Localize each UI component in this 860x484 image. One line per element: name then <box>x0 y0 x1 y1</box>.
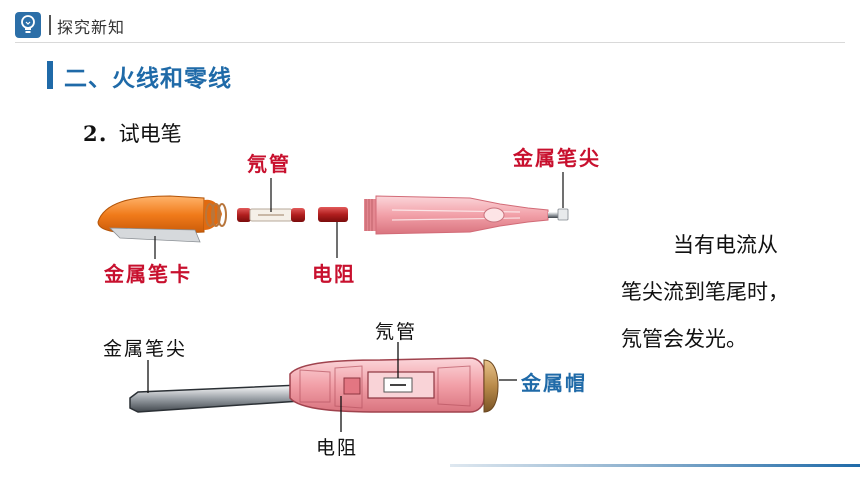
description-line-1: 当有电流从 <box>673 233 778 257</box>
metal-cap-part <box>483 359 499 413</box>
description-text: 当有电流从 笔尖流到笔尾时， 氖管会发光。 <box>621 222 831 363</box>
header-bar: 探究新知 <box>0 0 860 48</box>
subsection-text: 试电笔 <box>118 122 182 146</box>
neon-tube-part <box>237 208 305 222</box>
subsection-title: 2．试电笔 <box>83 118 182 148</box>
header-divider <box>49 15 51 35</box>
label-fig2-metal-cap: 金属帽 <box>521 371 587 395</box>
resistor-part <box>318 207 348 222</box>
label-metal-tip: 金属笔尖 <box>513 146 601 170</box>
subsection-number: 2． <box>83 121 119 146</box>
section-marker <box>47 61 53 89</box>
footer-accent-line <box>450 464 860 467</box>
label-resistor: 电阻 <box>312 262 356 286</box>
pen-body-part <box>364 195 569 235</box>
label-neon-tube: 氖管 <box>247 152 291 176</box>
label-fig2-neon-tube: 氖管 <box>375 321 418 343</box>
lightbulb-icon <box>15 12 41 38</box>
description-line-2: 笔尖流到笔尾时， <box>621 280 789 304</box>
header-title: 探究新知 <box>57 18 126 37</box>
screwdriver-shaft <box>129 384 301 413</box>
description-line-3: 氖管会发光。 <box>621 327 747 351</box>
label-fig2-resistor: 电阻 <box>316 437 359 459</box>
pen-clip-part <box>97 195 222 243</box>
section-title: 二、火线和零线 <box>64 66 232 92</box>
spring-part <box>205 203 227 227</box>
label-metal-clip: 金属笔卡 <box>104 262 192 286</box>
label-fig2-metal-tip: 金属笔尖 <box>103 338 188 360</box>
header-underline <box>15 42 845 43</box>
screwdriver-handle <box>289 357 485 413</box>
